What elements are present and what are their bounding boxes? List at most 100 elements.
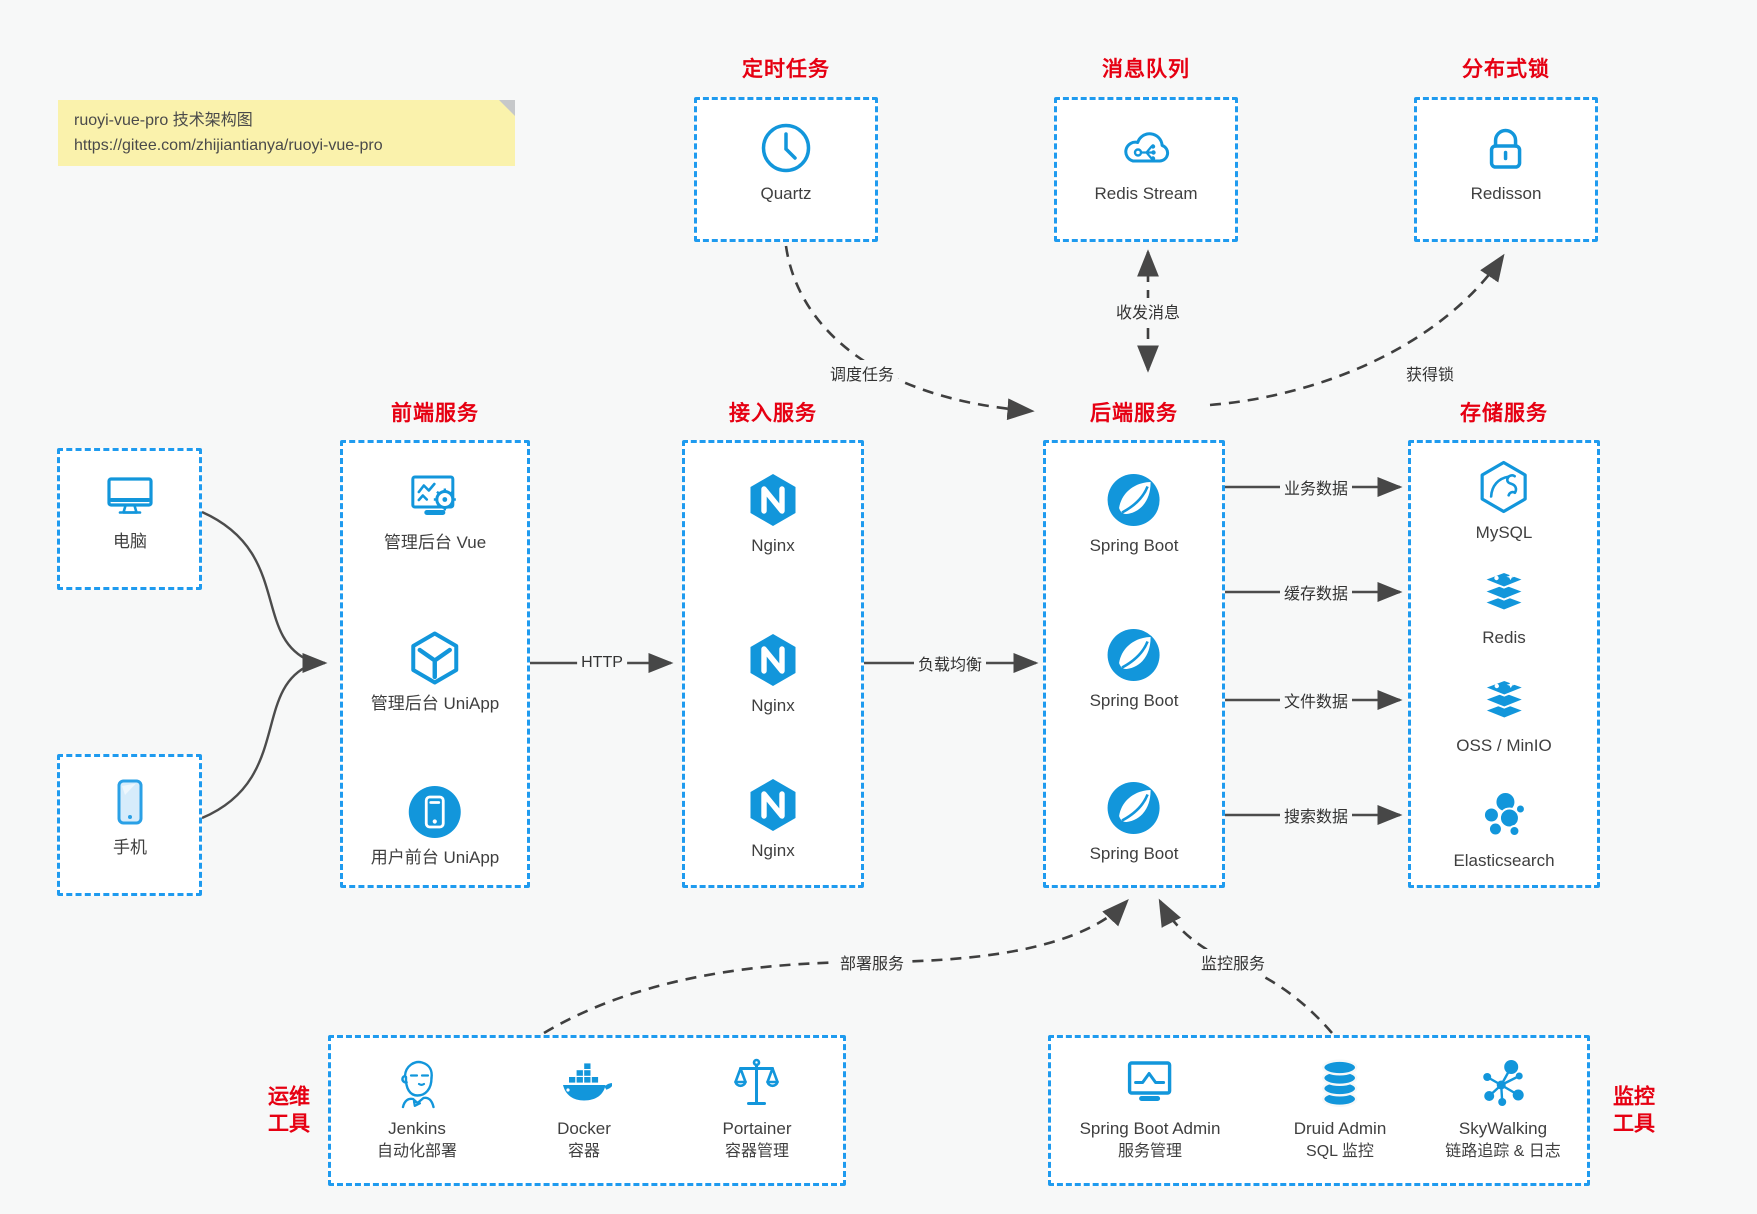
docker-icon	[556, 1055, 612, 1111]
node-redis-stream-label: Redis Stream	[1094, 184, 1198, 203]
node-spring-boot-1-label: Spring Boot	[1089, 536, 1179, 555]
group-title-monitoring: 监控 工具	[1613, 1084, 1655, 1139]
node-oss-minio: OSS / MinIO	[1456, 672, 1552, 757]
node-computer-label: 电脑	[113, 532, 147, 551]
node-spring-boot-3-label: Spring Boot	[1089, 844, 1179, 863]
sticky-note-title: ruoyi-vue-pro 技术架构图	[74, 112, 253, 129]
node-oss-minio-label: OSS / MinIO	[1456, 736, 1552, 755]
group-box-phone	[57, 754, 202, 896]
node-mysql: MySQL	[1475, 459, 1533, 544]
group-title-devops: 运维 工具	[268, 1084, 310, 1139]
node-spring-boot-2-label: Spring Boot	[1089, 691, 1179, 710]
edge-phone-frontend	[201, 663, 311, 820]
edge-label-file-data: 文件数据	[1279, 687, 1353, 713]
edge-label-business-data: 业务数据	[1279, 474, 1353, 500]
uniapp-cube-icon	[407, 630, 463, 686]
node-computer: 电脑	[102, 468, 158, 553]
node-redis-stream: Redis Stream	[1094, 120, 1198, 205]
node-jenkins-label: Jenkins	[388, 1119, 446, 1138]
node-redis: Redis	[1476, 564, 1532, 649]
cloud-stream-icon	[1118, 120, 1174, 176]
node-portainer-sublabel: 容器管理	[724, 1143, 790, 1161]
node-spring-boot-admin-label: Spring Boot Admin	[1079, 1119, 1221, 1138]
node-jenkins-sublabel: 自动化部署	[376, 1143, 458, 1161]
group-title-scheduler: 定时任务	[742, 58, 830, 81]
node-nginx-2: Nginx	[745, 632, 801, 717]
node-redis-label: Redis	[1482, 628, 1526, 647]
node-user-uniapp: 用户前台 UniApp	[371, 784, 499, 869]
node-nginx-3-label: Nginx	[751, 841, 795, 860]
node-nginx-1: Nginx	[745, 472, 801, 557]
group-box-monitoring	[1048, 1035, 1590, 1186]
note-fold-corner	[499, 100, 515, 116]
edge-label-schedule-job: 调度任务	[825, 360, 899, 386]
node-admin-vue-label: 管理后台 Vue	[383, 533, 487, 552]
node-quartz-label: Quartz	[760, 184, 812, 203]
druid-icon	[1312, 1055, 1368, 1111]
edge-label-deploy-service: 部署服务	[835, 949, 909, 975]
node-portainer: Portainer 容器管理	[722, 1055, 792, 1163]
node-spring-boot-admin: Spring Boot Admin 服务管理	[1079, 1055, 1221, 1163]
spring-boot-icon	[1106, 472, 1162, 528]
group-title-message-queue: 消息队列	[1102, 58, 1190, 81]
clock-icon	[758, 120, 814, 176]
group-title-distributed-lock: 分布式锁	[1462, 58, 1550, 81]
node-admin-vue: 管理后台 Vue	[384, 469, 486, 554]
group-box-message-queue	[1054, 97, 1238, 242]
node-druid-admin: Druid Admin SQL 监控	[1293, 1055, 1387, 1163]
node-nginx-3: Nginx	[745, 777, 801, 862]
monitoring-title-line1: 监控	[1613, 1085, 1655, 1109]
node-skywalking-label: SkyWalking	[1458, 1119, 1548, 1138]
edge-label-http: HTTP	[577, 653, 627, 673]
node-portainer-label: Portainer	[722, 1119, 792, 1138]
edge-acquire-lock	[1209, 253, 1505, 407]
object-storage-icon	[1476, 672, 1532, 728]
edge-label-acquire-lock: 获得锁	[1401, 360, 1459, 386]
monitoring-title-line2: 工具	[1613, 1113, 1655, 1136]
node-mysql-label: MySQL	[1475, 523, 1533, 542]
edge-schedule-job	[784, 245, 1035, 421]
devops-title-line1: 运维	[268, 1085, 310, 1109]
edge-computer-frontend	[201, 510, 311, 663]
node-docker-label: Docker	[557, 1119, 611, 1138]
group-title-storage: 存储服务	[1460, 402, 1548, 425]
node-docker-sublabel: 容器	[567, 1143, 600, 1161]
group-title-gateway: 接入服务	[729, 402, 817, 425]
spring-boot-icon	[1106, 627, 1162, 683]
node-nginx-2-label: Nginx	[751, 696, 795, 715]
node-skywalking-sublabel: 链路追踪 & 日志	[1445, 1143, 1561, 1161]
edge-deploy-service	[543, 899, 1129, 1035]
node-jenkins: Jenkins 自动化部署	[377, 1055, 457, 1163]
node-druid-admin-label: Druid Admin	[1293, 1119, 1387, 1138]
redis-icon	[1476, 564, 1532, 620]
node-docker: Docker 容器	[556, 1055, 612, 1163]
sticky-note: ruoyi-vue-pro 技术架构图 https://gitee.com/zh…	[58, 100, 515, 166]
node-skywalking: SkyWalking 链路追踪 & 日志	[1445, 1055, 1561, 1163]
node-spring-boot-admin-sublabel: 服务管理	[1117, 1143, 1182, 1161]
skywalking-icon	[1475, 1055, 1531, 1111]
elasticsearch-icon	[1476, 787, 1532, 843]
spring-boot-admin-icon	[1122, 1055, 1178, 1111]
node-druid-admin-sublabel: SQL 监控	[1306, 1143, 1374, 1161]
portainer-icon	[729, 1055, 785, 1111]
nginx-icon	[745, 472, 801, 528]
node-phone: 手机	[102, 774, 158, 859]
node-redisson-label: Redisson	[1470, 184, 1542, 203]
nginx-icon	[745, 777, 801, 833]
spring-boot-icon	[1106, 780, 1162, 836]
node-spring-boot-1: Spring Boot	[1089, 472, 1179, 557]
edge-label-load-balance: 负载均衡	[913, 650, 987, 676]
group-title-frontend: 前端服务	[391, 402, 479, 425]
sticky-note-url: https://gitee.com/zhijiantianya/ruoyi-vu…	[74, 136, 383, 154]
node-phone-label: 手机	[113, 838, 147, 857]
user-app-icon	[407, 784, 463, 840]
node-spring-boot-3: Spring Boot	[1089, 780, 1179, 865]
edge-label-send-receive-message: 收发消息	[1111, 298, 1185, 324]
edge-label-cache-data: 缓存数据	[1279, 579, 1353, 605]
group-box-computer	[57, 448, 202, 590]
node-elasticsearch-label: Elasticsearch	[1453, 851, 1555, 870]
node-spring-boot-2: Spring Boot	[1089, 627, 1179, 712]
node-admin-uniapp: 管理后台 UniApp	[371, 630, 499, 715]
mysql-icon	[1476, 459, 1532, 515]
